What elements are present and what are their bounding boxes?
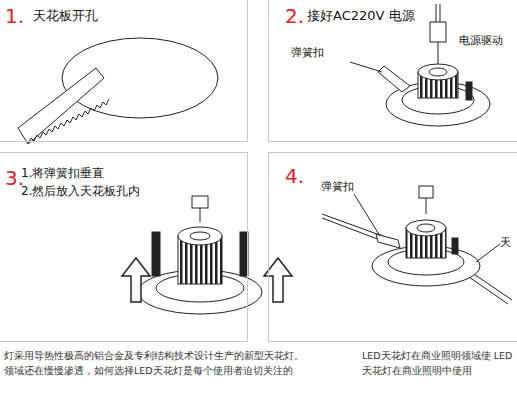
step-panel: 1. 天花板开孔 bbox=[0, 0, 248, 142]
step-text: 接好AC220V 电源 bbox=[307, 9, 415, 24]
step-text: 电源驱动 bbox=[459, 35, 503, 48]
ceiling-board bbox=[322, 214, 512, 304]
step-panel: 3.1.将弹簧扣垂直2.然后放入天花板孔内 bbox=[0, 152, 248, 342]
up-arrow bbox=[122, 258, 292, 302]
step-text: 弹簧扣 bbox=[321, 181, 354, 194]
step-number: 2. bbox=[285, 5, 304, 28]
step-text: 弹簧扣 bbox=[291, 47, 324, 60]
lamp-4 bbox=[372, 186, 480, 286]
step-panel: 4. 弹簧扣天 bbox=[268, 152, 517, 342]
saw bbox=[18, 68, 109, 144]
step-text: 2.然后放入天花板孔内 bbox=[21, 185, 140, 199]
step-text: 天花板开孔 bbox=[33, 9, 98, 24]
step-panel: 2.接好AC220V 电源电源驱动弹簧扣 bbox=[268, 0, 517, 142]
description-text: LED天花灯在商业照明领域使 LED天花灯在商业照明中使用 bbox=[362, 348, 514, 378]
step-text: 天 bbox=[500, 237, 511, 250]
description-text: 灯采用导热性极高的铝合金及专利结构技术设计生产的新型天花灯。 领域还在慢慢渗透，… bbox=[4, 348, 306, 378]
lamp-3 bbox=[138, 196, 262, 314]
step-number: 1. bbox=[5, 5, 24, 28]
leader-line bbox=[354, 194, 380, 236]
step-text: 1.将弹簧扣垂直 bbox=[21, 167, 104, 181]
leader-line bbox=[476, 244, 500, 262]
step-number: 4. bbox=[285, 165, 304, 188]
leader-line bbox=[350, 62, 382, 72]
